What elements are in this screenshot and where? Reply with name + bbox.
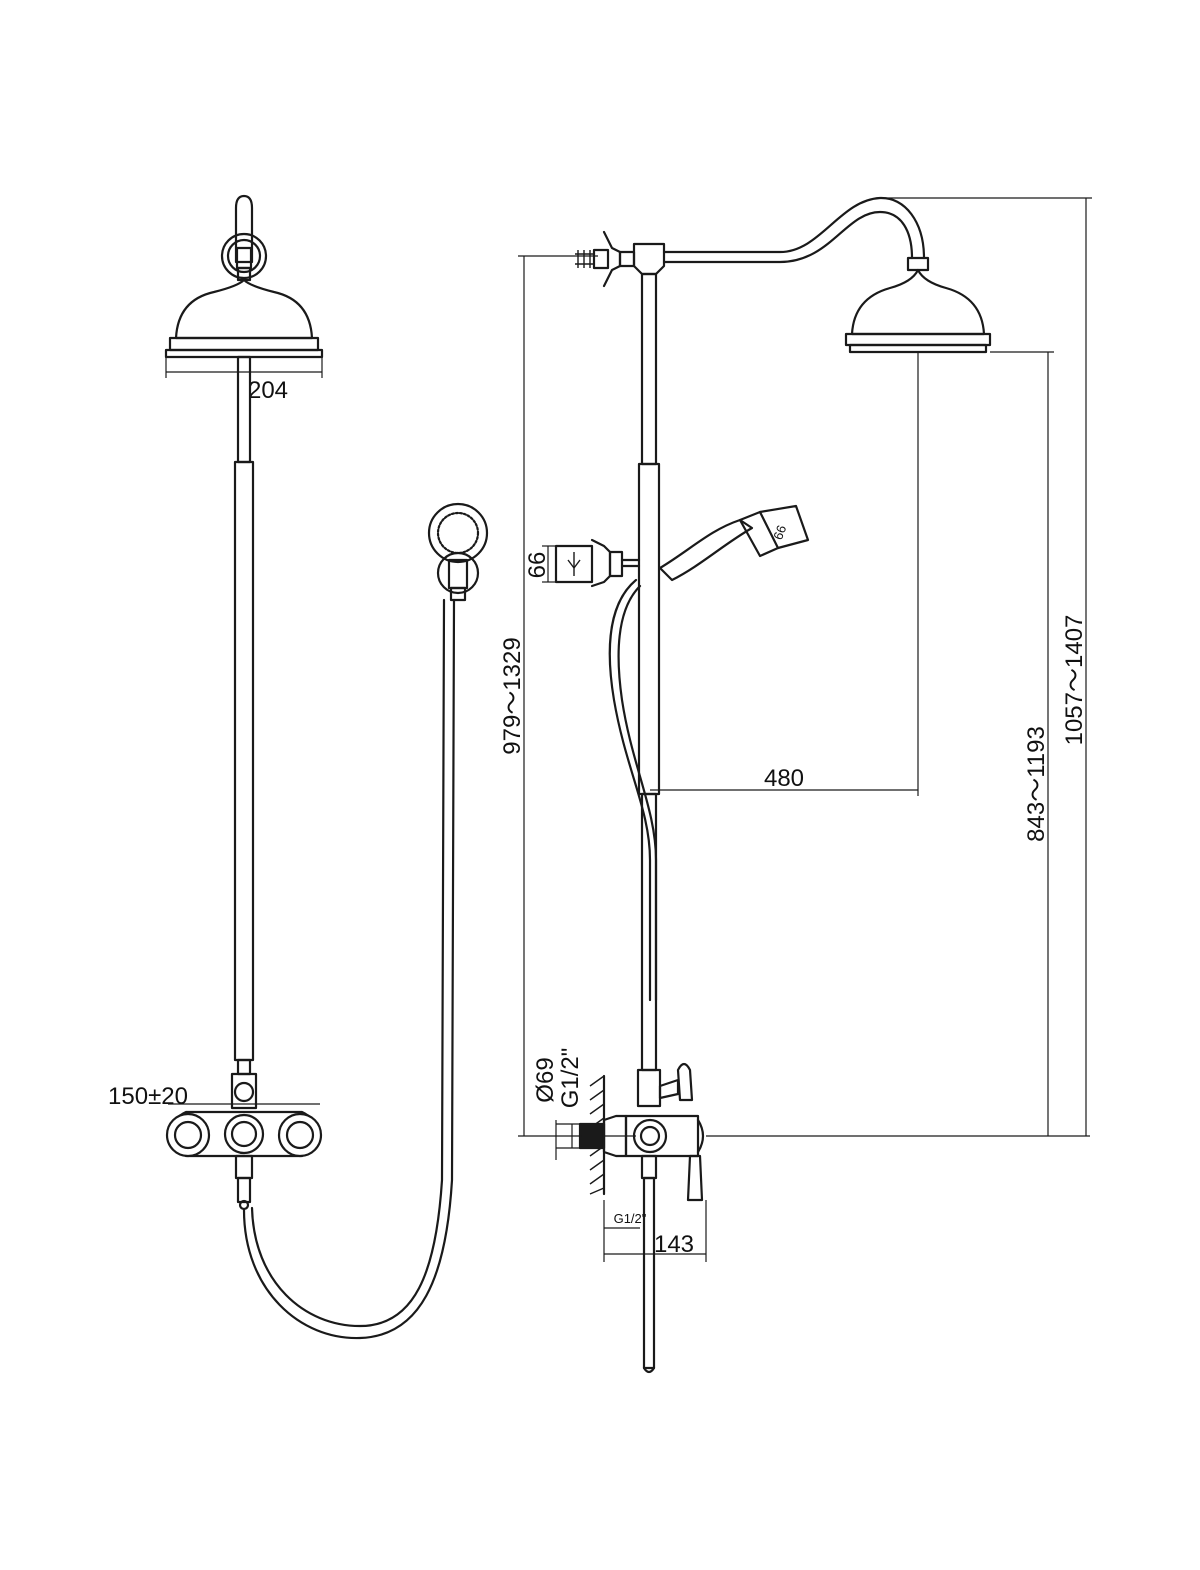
dim-143-label: 143 — [654, 1231, 694, 1258]
side-diverter — [636, 1062, 694, 1108]
dim-480-label: 480 — [764, 765, 804, 792]
side-view: 66 66 — [499, 196, 1092, 1374]
dim-1057-label: 1057～1407 — [1061, 615, 1088, 746]
dim-g12-inlet-label: G1/2" — [557, 1048, 584, 1109]
dim-66-label: 66 — [524, 552, 551, 579]
dim-979-label: 979～1329 — [499, 637, 526, 754]
side-wall-bracket-top — [575, 230, 636, 288]
dim-843-label: 843～1193 — [1023, 726, 1050, 842]
front-hose-inner — [250, 598, 446, 1328]
dim-arm-projection: 480 — [650, 352, 919, 796]
dim-overall-height: 1057～1407 — [880, 197, 1092, 1136]
front-diverter — [230, 1058, 258, 1110]
dim-204-label: 204 — [248, 377, 288, 404]
front-mixer — [165, 1110, 323, 1158]
front-ceiling-arm — [220, 194, 268, 282]
dim-phi69-label: Ø69 — [532, 1057, 559, 1102]
dim-inlet-left: Ø69 G1/2" — [532, 1048, 590, 1160]
dim-g12-outlet-label: G1/2" — [614, 1211, 647, 1226]
front-upper-tube — [236, 355, 252, 464]
front-hand-shower — [427, 502, 489, 602]
side-mixer — [578, 1114, 705, 1374]
front-hose-outer — [242, 598, 456, 1340]
dim-holder-66: 66 — [524, 545, 556, 583]
side-shower-arm — [632, 196, 930, 276]
dim-rail-range: 979～1329 — [499, 255, 636, 1137]
front-view: 204 150±20 — [108, 194, 489, 1340]
side-hose-outer — [608, 578, 652, 1002]
dim-mixer-depth: G1/2" 143 — [603, 1200, 707, 1262]
dim-inlet-spacing: 150±20 — [108, 1083, 320, 1110]
dim-head-diameter: 204 — [165, 357, 323, 404]
side-hose-inner — [617, 584, 658, 1002]
front-bottom-outlet — [234, 1154, 254, 1211]
front-rail-tube — [233, 460, 255, 1062]
front-rain-head — [164, 278, 324, 359]
handshower-66-label: 66 — [770, 523, 789, 542]
side-hand-shower: 66 — [658, 504, 810, 582]
dim-head-height: 843～1193 — [706, 351, 1090, 1137]
side-rain-head — [844, 268, 992, 354]
dim-150-label: 150±20 — [108, 1083, 188, 1110]
side-handshower-holder — [554, 538, 641, 588]
